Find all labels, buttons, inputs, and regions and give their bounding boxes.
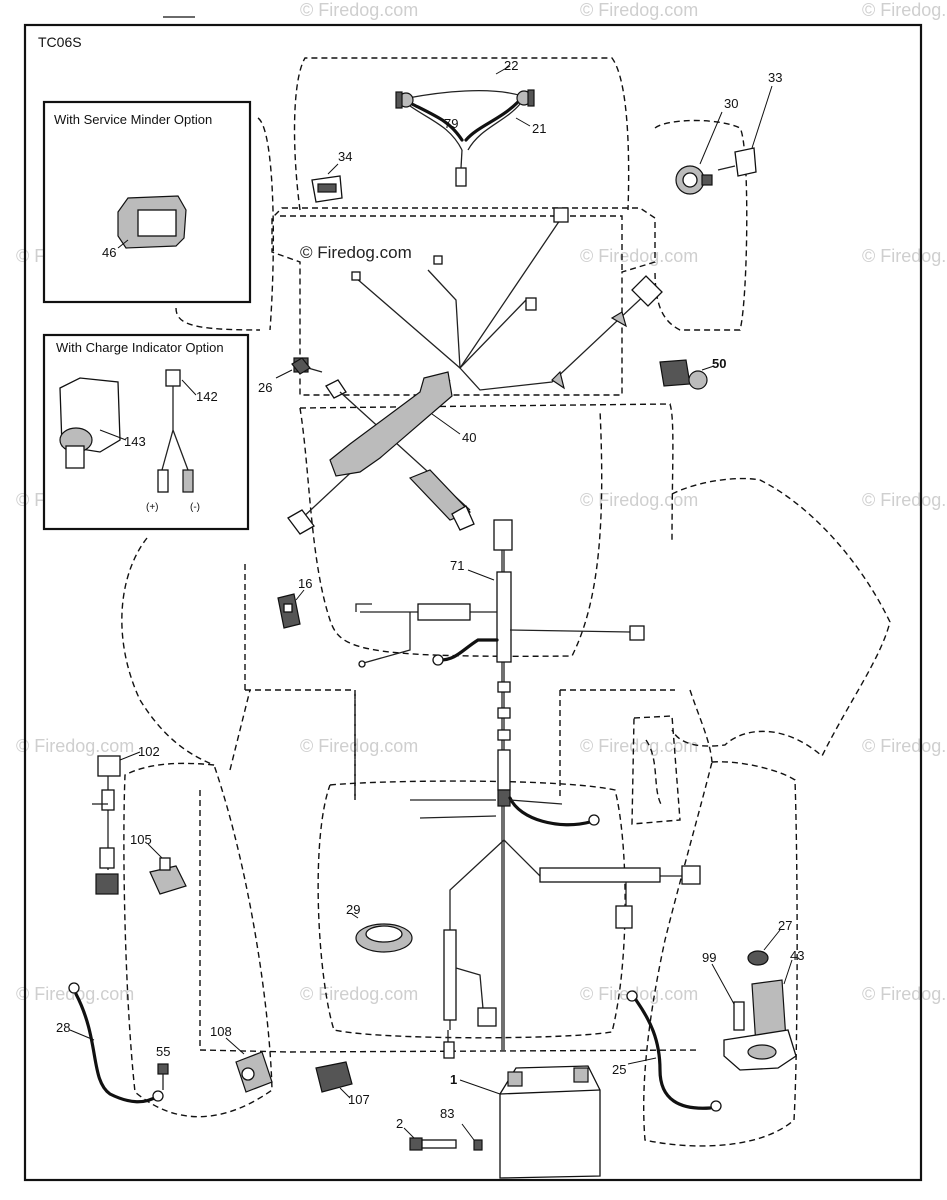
watermark: © Firedog.com [862, 246, 947, 266]
watermark: © Firedog.com [862, 984, 947, 1004]
mounting-bracket [631, 715, 681, 825]
part-30-callout: 30 [724, 96, 738, 111]
ignition-key [717, 147, 757, 177]
switch-50 [659, 359, 708, 390]
part-29-callout: 29 [346, 902, 360, 917]
part-26-callout: 26 [258, 380, 272, 395]
part-107-component [315, 1061, 353, 1093]
part-43-callout: 43 [790, 948, 804, 963]
service-minder-option-box: With Service Minder Option 46 [42, 100, 252, 304]
watermark: © Firedog.com [300, 984, 418, 1004]
diagram-frame [23, 23, 923, 1182]
part-50-callout: 50 [712, 356, 726, 371]
charge-indicator-option-box: With Charge Indicator Option 143 142 (+)… [42, 333, 250, 531]
battery [499, 1065, 601, 1179]
part-99-callout: 99 [702, 950, 716, 965]
part-55-callout: 55 [156, 1044, 170, 1059]
headlight-assembly [395, 89, 535, 187]
harness-102 [92, 755, 121, 895]
bolt-55 [157, 1063, 169, 1090]
part-22-callout: 22 [504, 58, 518, 73]
part-21-callout: 21 [532, 121, 546, 136]
relay-16 [277, 593, 301, 629]
part-28-callout: 28 [56, 1020, 70, 1035]
watermark: © Firedog.com [580, 490, 698, 510]
connector-26 [291, 357, 311, 375]
part-46-callout: 46 [102, 245, 116, 260]
negative-terminal-label: (-) [190, 502, 200, 513]
bolt-2 [409, 1137, 457, 1151]
charge-indicator-gauge [59, 377, 121, 469]
watermark: © Firedog.com [300, 736, 418, 756]
watermark: © Firedog.com [580, 0, 698, 20]
part-102-callout: 102 [138, 744, 160, 759]
watermark: © Firedog.com [580, 984, 698, 1004]
main-wiring-harness [355, 519, 701, 1059]
part-108-component [235, 1051, 273, 1093]
service-minder-display [117, 195, 187, 249]
battery-cable-28 [68, 982, 164, 1104]
watermark: © Firedog.com [862, 736, 947, 756]
switch-34 [311, 175, 343, 203]
solenoid-105 [149, 857, 187, 895]
part-29-component [355, 923, 413, 953]
part-40-callout: 40 [462, 430, 476, 445]
part-1-callout: 1 [450, 1072, 457, 1087]
part-71-callout: 71 [450, 558, 464, 573]
part-25-callout: 25 [612, 1062, 626, 1077]
battery-cable-25 [626, 990, 722, 1112]
part-34-callout: 34 [338, 149, 352, 164]
part-27-callout: 27 [778, 918, 792, 933]
diagram-code: TC06S [38, 34, 82, 50]
part-79-callout: 79 [444, 116, 458, 131]
watermark-center: © Firedog.com [300, 243, 412, 262]
service-minder-title: With Service Minder Option [54, 112, 212, 127]
watermark: © Firedog.com [300, 0, 418, 20]
watermark: © Firedog.com [580, 736, 698, 756]
watermark: © Firedog.com [16, 736, 134, 756]
part-83-callout: 83 [440, 1106, 454, 1121]
part-33-callout: 33 [768, 70, 782, 85]
watermark: © Firedog.com [580, 246, 698, 266]
part-143-callout: 143 [124, 434, 146, 449]
part-108-callout: 108 [210, 1024, 232, 1039]
part-2-callout: 2 [396, 1116, 403, 1131]
watermark: © Firedog.com [862, 0, 947, 20]
part-142-callout: 142 [196, 389, 218, 404]
positive-terminal-label: (+) [146, 502, 159, 513]
watermark: © Firedog.com [862, 490, 947, 510]
charge-indicator-harness [157, 369, 194, 493]
ignition-switch [675, 165, 713, 195]
part-16-callout: 16 [298, 576, 312, 591]
charge-indicator-title: With Charge Indicator Option [56, 340, 224, 355]
starter-solenoid-assembly [723, 950, 797, 1071]
part-105-callout: 105 [130, 832, 152, 847]
part-107-callout: 107 [348, 1092, 370, 1107]
nut-83 [473, 1139, 483, 1151]
